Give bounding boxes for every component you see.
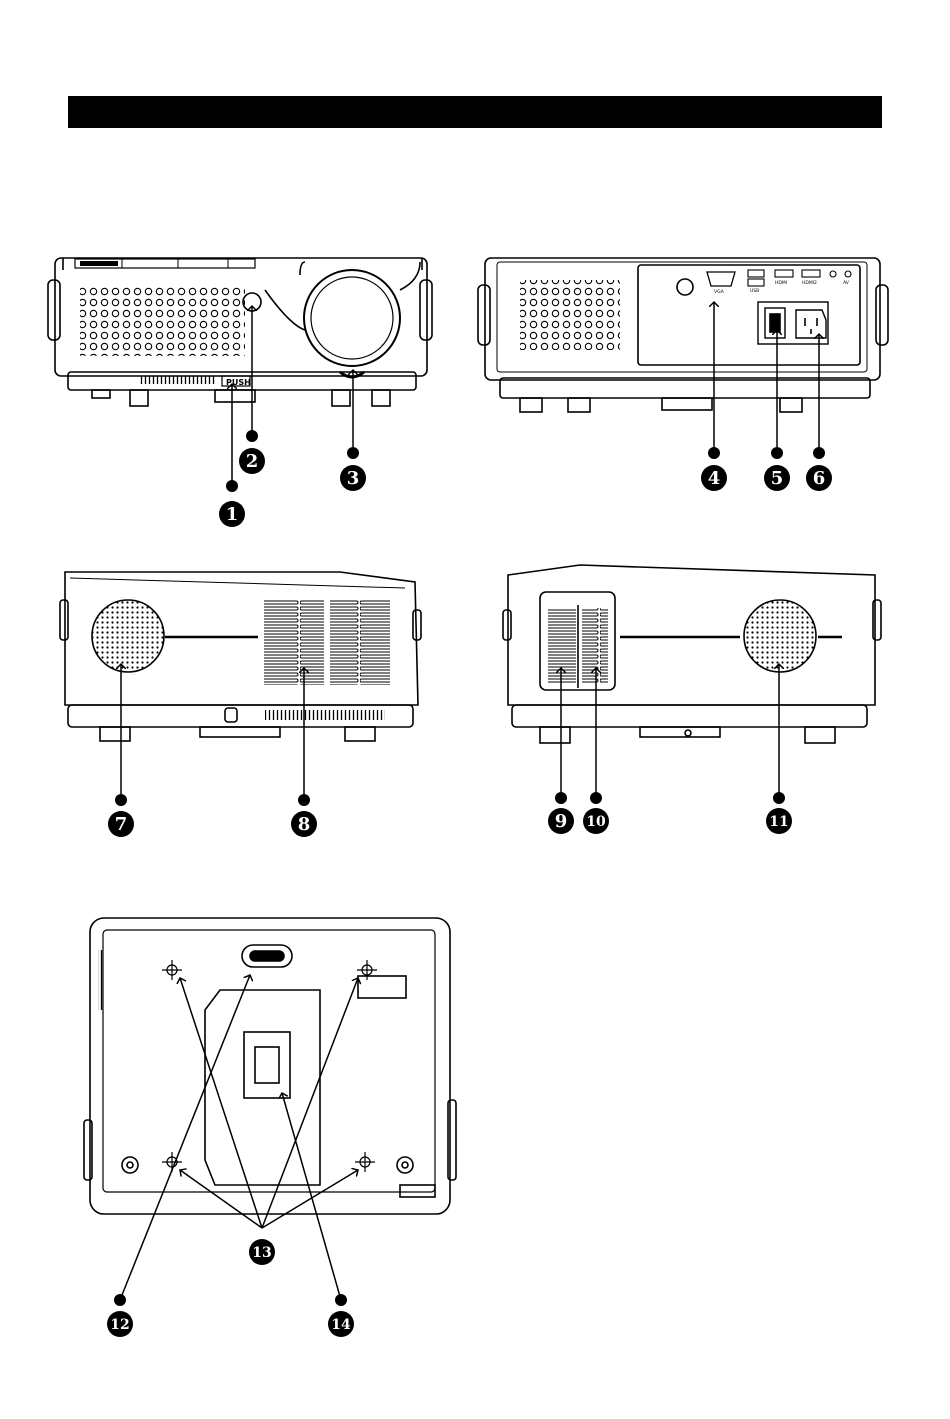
port-label-hdmi2: HDMI2 xyxy=(802,280,817,286)
svg-text:12: 12 xyxy=(110,1317,129,1333)
callout-8: 8 xyxy=(291,811,317,837)
svg-text:2: 2 xyxy=(246,451,259,472)
front-view: PUSH xyxy=(48,258,432,406)
right-side-view xyxy=(503,565,881,743)
callout-2: 2 xyxy=(239,448,265,474)
svg-text:14: 14 xyxy=(331,1317,351,1333)
bottom-view xyxy=(84,918,456,1214)
callout-4: 4 xyxy=(701,465,727,491)
callout-7: 7 xyxy=(108,811,134,837)
port-label-hdmi: HDMI xyxy=(775,280,787,286)
svg-text:11: 11 xyxy=(769,814,788,830)
callout-3: 3 xyxy=(340,465,366,491)
svg-text:8: 8 xyxy=(298,814,311,835)
callout-12: 12 xyxy=(107,1311,133,1337)
port-label-vga: VGA xyxy=(714,289,725,295)
svg-text:13: 13 xyxy=(252,1245,271,1261)
callout-11: 11 xyxy=(766,808,792,834)
svg-text:9: 9 xyxy=(555,811,568,832)
svg-text:4: 4 xyxy=(708,468,721,489)
anchor-dots xyxy=(114,430,825,1306)
callout-5: 5 xyxy=(764,465,790,491)
left-side-view xyxy=(60,572,421,741)
callout-13: 13 xyxy=(249,1239,275,1265)
callout-9: 9 xyxy=(548,808,574,834)
svg-text:3: 3 xyxy=(347,468,360,489)
rear-view: VGA USB HDMI HDMI2 AV xyxy=(478,258,888,412)
port-label-av: AV xyxy=(843,280,850,286)
svg-text:6: 6 xyxy=(813,468,826,489)
svg-text:7: 7 xyxy=(115,814,128,835)
callout-10: 10 xyxy=(583,808,609,834)
callout-14: 14 xyxy=(328,1311,354,1337)
svg-text:10: 10 xyxy=(586,814,606,830)
port-label-usb: USB xyxy=(750,288,759,294)
callout-1: 1 xyxy=(219,501,245,527)
callout-6: 6 xyxy=(806,465,832,491)
svg-text:5: 5 xyxy=(771,468,784,489)
svg-text:1: 1 xyxy=(226,504,239,525)
push-label: PUSH xyxy=(226,378,251,387)
